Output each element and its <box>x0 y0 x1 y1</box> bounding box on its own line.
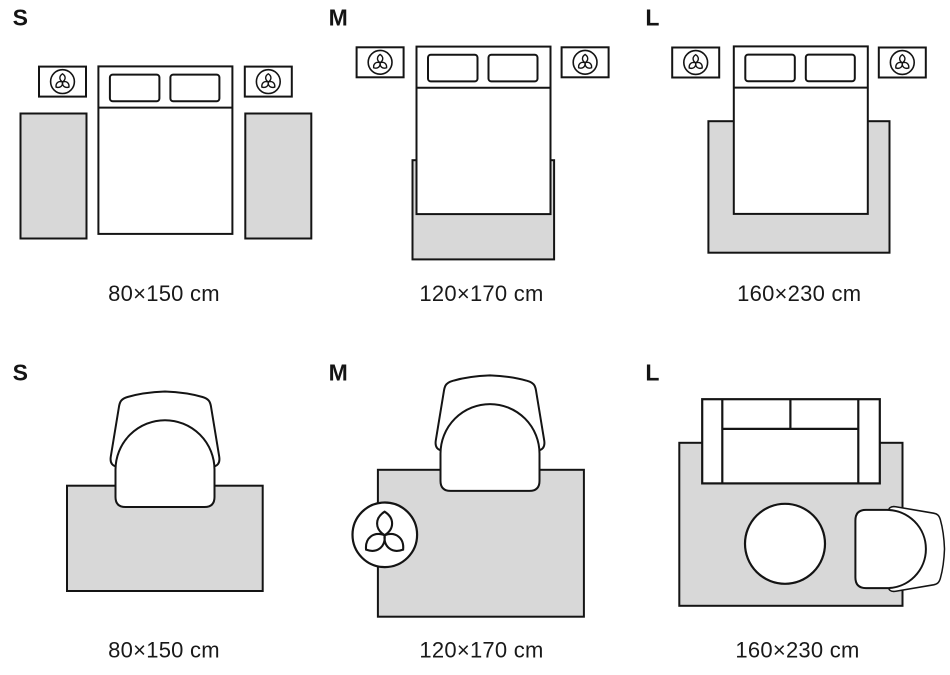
svg-text:S: S <box>13 359 28 385</box>
svg-text:L: L <box>645 4 659 30</box>
svg-text:120×170 cm: 120×170 cm <box>419 281 543 306</box>
svg-text:160×230 cm: 160×230 cm <box>737 281 861 306</box>
svg-text:L: L <box>645 359 659 385</box>
svg-text:80×150 cm: 80×150 cm <box>108 281 220 306</box>
svg-text:120×170 cm: 120×170 cm <box>419 637 543 662</box>
svg-text:80×150 cm: 80×150 cm <box>108 637 220 662</box>
svg-text:S: S <box>13 4 28 30</box>
svg-text:160×230 cm: 160×230 cm <box>735 637 859 662</box>
svg-text:M: M <box>329 359 348 385</box>
svg-text:M: M <box>329 4 348 30</box>
